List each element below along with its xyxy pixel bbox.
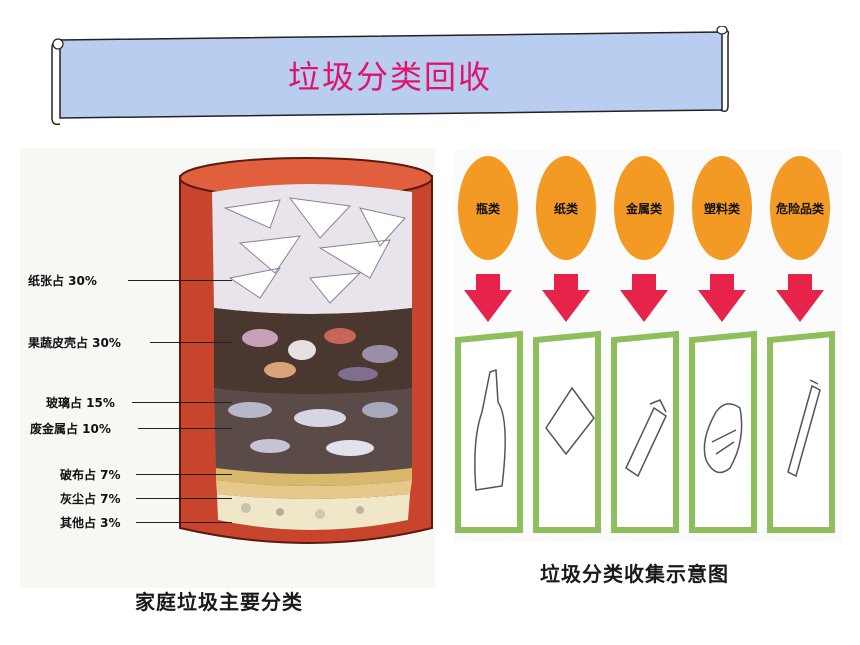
layer-label-fruit-peel: 果蔬皮壳占 30%: [28, 336, 121, 350]
sorting-bins-illustration: [455, 156, 835, 533]
layer-label-paper: 纸张占 30%: [28, 274, 97, 288]
household-garbage-panel: 纸张占 30% 果蔬皮壳占 30% 玻璃占 15% 废金属占 10% 破布占 7…: [20, 148, 435, 588]
arrow-down-icon: [464, 274, 512, 322]
arrow-down-icon: [776, 274, 824, 322]
leader-line: [150, 342, 232, 343]
left-panel-caption: 家庭垃圾主要分类: [135, 590, 303, 614]
leader-line: [136, 474, 232, 475]
right-panel-caption: 垃圾分类收集示意图: [540, 562, 729, 586]
sorting-bins-panel: 瓶类 纸类 金属类 塑料类 危险品类: [454, 150, 842, 542]
leader-line: [136, 522, 232, 523]
layer-label-other: 其他占 3%: [60, 516, 121, 530]
layer-label-cloth: 破布占 7%: [60, 468, 121, 482]
bin-plastic: [689, 156, 757, 533]
title-banner: [51, 26, 730, 126]
layer-label-metal: 废金属占 10%: [30, 422, 111, 436]
bin-label-metal: 金属类: [625, 202, 662, 216]
leader-line: [136, 498, 232, 499]
leader-line: [132, 402, 232, 403]
bin-label-bottles: 瓶类: [475, 202, 500, 216]
arrow-down-icon: [620, 274, 668, 322]
arrow-down-icon: [698, 274, 746, 322]
battery-tube-icon: [787, 379, 821, 478]
bin-label-plastic: 塑料类: [703, 202, 740, 216]
garbage-can-illustration: [179, 157, 433, 544]
bin-metal: [611, 156, 679, 533]
leader-line: [128, 280, 232, 281]
bin-hazardous: [767, 156, 835, 533]
page-title: 垃圾分类回收: [287, 58, 492, 96]
bin-label-paper: 纸类: [553, 202, 578, 216]
layer-label-glass: 玻璃占 15%: [46, 396, 115, 410]
paper-icon: [545, 386, 595, 456]
bin-label-hazardous: 危险品类: [775, 202, 824, 216]
layer-label-dust: 灰尘占 7%: [60, 492, 121, 506]
bin-bottles: [455, 156, 523, 533]
metal-can-icon: [625, 399, 667, 478]
leader-line: [138, 428, 232, 429]
arrow-down-icon: [542, 274, 590, 322]
bin-paper: [533, 156, 601, 533]
plastic-container-icon: [703, 403, 743, 474]
bottle-icon: [474, 368, 506, 491]
